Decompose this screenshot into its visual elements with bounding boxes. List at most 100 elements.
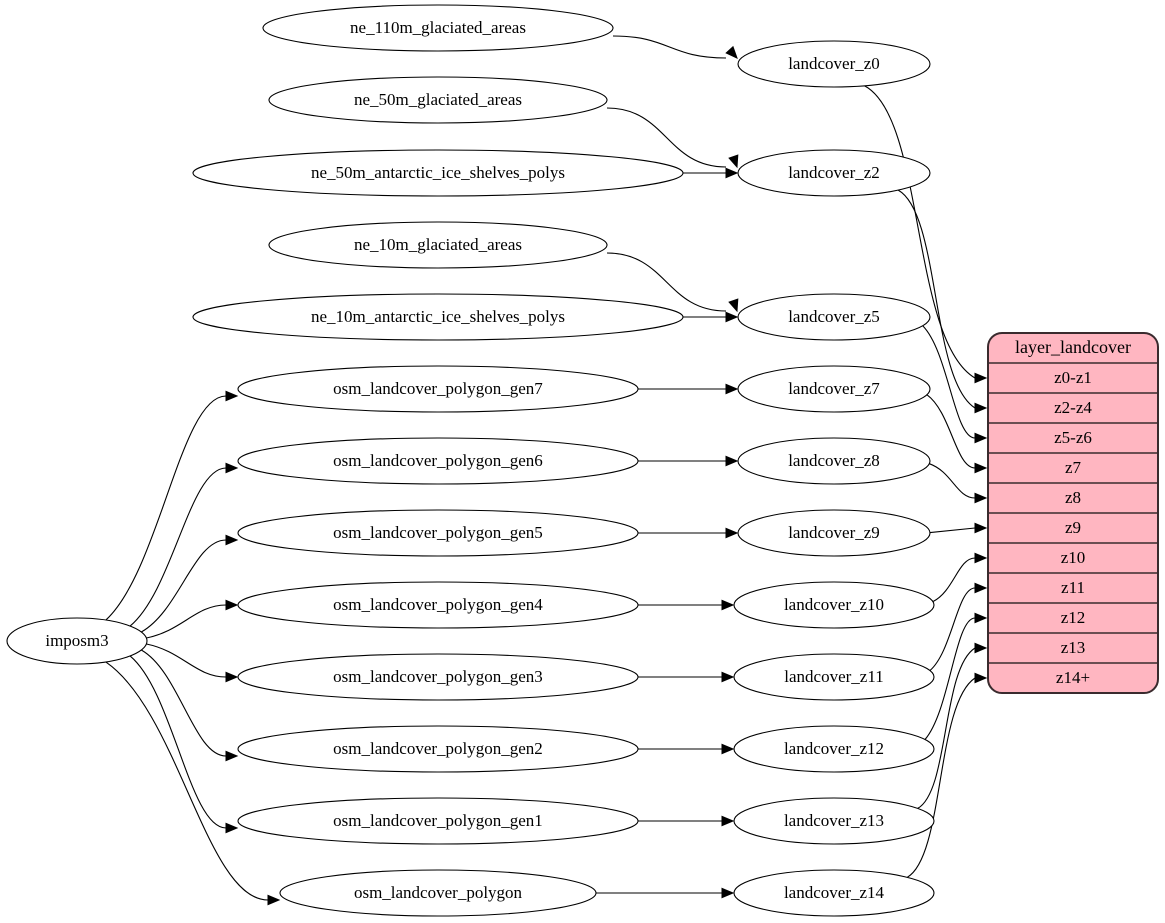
edge-landcover_z7-to-row-z7: [926, 394, 976, 469]
node-landcover_z5[interactable]: landcover_z5: [737, 293, 931, 341]
node-osm_landcover_polygon_gen5[interactable]: osm_landcover_polygon_gen5: [237, 509, 639, 557]
edge-arrowhead: [728, 154, 739, 169]
source-node-ellipse: [237, 725, 639, 773]
source-node-ellipse: [237, 797, 639, 845]
mid-node-ellipse: [737, 293, 931, 341]
edge-landcover_z12-to-row-z12: [924, 617, 976, 740]
node-ne_110m_glaciated_areas[interactable]: ne_110m_glaciated_areas: [262, 4, 614, 52]
mid-node-ellipse: [733, 869, 935, 917]
table-row[interactable]: [988, 543, 1158, 573]
node-label: ne_50m_antarctic_ice_shelves_polys: [311, 163, 565, 182]
table-row[interactable]: [988, 633, 1158, 663]
edge-arrowhead: [267, 894, 281, 906]
node-landcover_z9[interactable]: landcover_z9: [737, 509, 931, 557]
node-label: ne_10m_antarctic_ice_shelves_polys: [311, 307, 565, 326]
table-row[interactable]: [988, 423, 1158, 453]
mid-node-ellipse: [733, 725, 935, 773]
table-title: layer_landcover: [1015, 337, 1131, 357]
table-row[interactable]: [988, 603, 1158, 633]
node-label: osm_landcover_polygon_gen7: [333, 379, 543, 398]
source-node-ellipse: [237, 437, 639, 485]
edge-arrowhead: [225, 822, 239, 834]
nodes-layer: ne_110m_glaciated_areas ne_50m_glaciated_…: [6, 4, 935, 917]
table-header-cell: [988, 333, 1158, 363]
edge-arrowhead: [974, 672, 988, 684]
table-row-label: z5-z6: [1054, 428, 1092, 447]
node-ne_10m_glaciated_areas[interactable]: ne_10m_glaciated_areas: [268, 221, 608, 269]
edge-arrowhead: [974, 582, 988, 594]
node-landcover_z13[interactable]: landcover_z13: [733, 797, 935, 845]
table-row-label: z9: [1065, 518, 1081, 537]
edge-arrowhead: [721, 815, 735, 827]
node-osm_landcover_polygon_gen7[interactable]: osm_landcover_polygon_gen7: [237, 365, 639, 413]
edge-landcover_z5-to-row-z5-z6: [922, 325, 976, 439]
node-landcover_z10[interactable]: landcover_z10: [733, 581, 935, 629]
node-label: landcover_z13: [784, 811, 884, 830]
node-landcover_z8[interactable]: landcover_z8: [737, 437, 931, 485]
edge-arrowhead: [721, 743, 735, 755]
node-imposm3[interactable]: imposm3: [6, 617, 148, 665]
node-osm_landcover_polygon_gen6[interactable]: osm_landcover_polygon_gen6: [237, 437, 639, 485]
edge-imposm3-to-osm_landcover_polygon_gen3: [146, 643, 227, 678]
table-row[interactable]: [988, 453, 1158, 483]
table-row[interactable]: [988, 393, 1158, 423]
edge-imposm3-to-osm_landcover_polygon_gen1: [129, 655, 227, 829]
node-landcover_z12[interactable]: landcover_z12: [733, 725, 935, 773]
node-label: osm_landcover_polygon_gen4: [333, 595, 543, 614]
node-ne_50m_glaciated_areas[interactable]: ne_50m_glaciated_areas: [268, 76, 608, 124]
node-landcover_z11[interactable]: landcover_z11: [733, 653, 935, 701]
node-landcover_z2[interactable]: landcover_z2: [737, 149, 931, 197]
edge-landcover_z9-to-row-z9: [929, 527, 976, 534]
table-row-label: z7: [1065, 458, 1082, 477]
table-row-label: z11: [1061, 578, 1085, 597]
root-node-ellipse: [6, 617, 148, 665]
node-landcover_z14[interactable]: landcover_z14: [733, 869, 935, 917]
node-ne_50m_antarctic_ice_shelves_polys[interactable]: ne_50m_antarctic_ice_shelves_polys: [192, 149, 684, 197]
node-landcover_z7[interactable]: landcover_z7: [737, 365, 931, 413]
edge-landcover_z2-to-row-z2-z4: [897, 189, 976, 409]
edge-arrowhead: [725, 383, 739, 395]
edge-arrowhead: [225, 671, 239, 683]
edge-imposm3-to-osm_landcover_polygon_gen7: [105, 395, 227, 621]
edge-arrowhead: [225, 390, 239, 402]
edge-arrowhead: [721, 887, 735, 899]
table-row[interactable]: [988, 483, 1158, 513]
edge-ne_110m_glaciated_areas-to-landcover_z0: [612, 35, 727, 59]
node-osm_landcover_polygon_gen1[interactable]: osm_landcover_polygon_gen1: [237, 797, 639, 845]
node-label: landcover_z11: [784, 667, 883, 686]
node-label: landcover_z12: [784, 739, 884, 758]
edge-imposm3-to-osm_landcover_polygon_gen6: [129, 467, 227, 627]
mid-node-ellipse: [737, 509, 931, 557]
table-row[interactable]: [988, 663, 1158, 693]
node-osm_landcover_polygon_gen4[interactable]: osm_landcover_polygon_gen4: [237, 581, 639, 629]
table-body: layer_landcoverz0-z1z2-z4z5-z6z7z8z9z10z…: [988, 333, 1158, 693]
edge-arrowhead: [974, 372, 988, 384]
table-row-label: z2-z4: [1054, 398, 1092, 417]
node-label: osm_landcover_polygon_gen1: [333, 811, 543, 830]
edge-arrowhead: [974, 462, 988, 474]
edge-landcover_z11-to-row-z11: [929, 587, 976, 671]
node-label: landcover_z10: [784, 595, 884, 614]
node-osm_landcover_polygon[interactable]: osm_landcover_polygon: [279, 869, 597, 917]
node-landcover_z0[interactable]: landcover_z0: [737, 40, 931, 88]
table-row-label: z13: [1061, 638, 1086, 657]
edge-imposm3-to-osm_landcover_polygon_gen5: [141, 539, 227, 633]
edge-arrowhead: [725, 455, 739, 467]
node-label: osm_landcover_polygon: [354, 883, 523, 902]
mid-node-ellipse: [737, 149, 931, 197]
edge-arrowhead: [974, 642, 988, 654]
table-row-label: z10: [1061, 548, 1086, 567]
node-osm_landcover_polygon_gen3[interactable]: osm_landcover_polygon_gen3: [237, 653, 639, 701]
table-row[interactable]: [988, 363, 1158, 393]
edge-imposm3-to-osm_landcover_polygon_gen4: [146, 604, 227, 639]
node-label: osm_landcover_polygon_gen3: [333, 667, 543, 686]
node-label: ne_110m_glaciated_areas: [350, 18, 526, 37]
node-osm_landcover_polygon_gen2[interactable]: osm_landcover_polygon_gen2: [237, 725, 639, 773]
node-label: osm_landcover_polygon_gen5: [333, 523, 543, 542]
edge-imposm3-to-osm_landcover_polygon: [105, 661, 269, 901]
node-ne_10m_antarctic_ice_shelves_polys[interactable]: ne_10m_antarctic_ice_shelves_polys: [192, 293, 684, 341]
node-label: ne_50m_glaciated_areas: [354, 90, 522, 109]
table-row[interactable]: [988, 573, 1158, 603]
table-row[interactable]: [988, 513, 1158, 543]
node-label: landcover_z7: [788, 379, 880, 398]
